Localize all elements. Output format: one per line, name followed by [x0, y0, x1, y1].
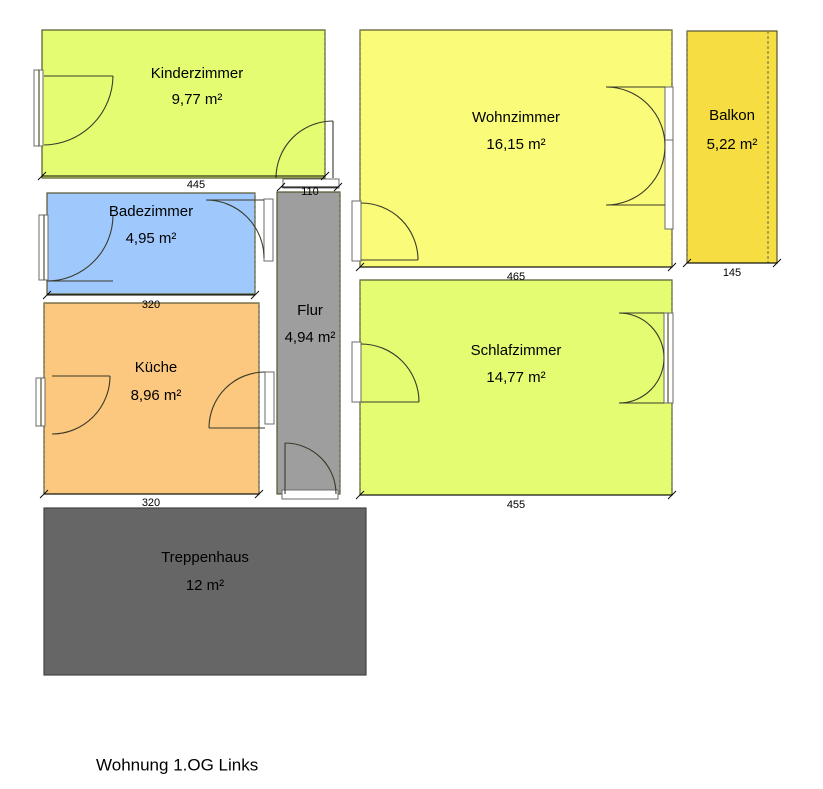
- door-arc-schlafzimmer-lower: [618, 357, 665, 404]
- dimension-balkon-width-label: 145: [723, 267, 741, 279]
- room-schlafzimmer-area: 14,77 m²: [486, 369, 545, 386]
- doorframe-schlafzimmer-flur: [351, 341, 362, 403]
- room-wohnzimmer-area: 16,15 m²: [486, 136, 545, 153]
- room-kueche[interactable]: Küche 8,96 m²: [35, 302, 275, 495]
- dimension-kinderzimmer-width: 445: [37, 171, 330, 191]
- room-badezimmer-label: Badezimmer: [109, 203, 193, 220]
- door-arc-kueche-left: [51, 375, 111, 435]
- door-arc-badezimmer-flur: [205, 199, 265, 259]
- door-arc-schlafzimmer-upper: [618, 312, 665, 359]
- dimension-wohnzimmer-width-label: 465: [507, 271, 525, 283]
- dimension-wohnzimmer-width: 465: [355, 262, 677, 283]
- doorframe-wohnzimmer-balkon-lower: [664, 139, 674, 230]
- room-treppenhaus-fill: [44, 508, 366, 675]
- room-kinderzimmer-fill: [42, 30, 325, 178]
- dimension-flur-width: 110: [276, 182, 343, 198]
- doorframe-wohnzimmer-flur: [351, 200, 362, 262]
- doorframe-kueche-flur: [264, 371, 275, 425]
- door-arc-kinderzimmer-flur: [275, 120, 334, 179]
- room-flur-fill: [277, 192, 340, 494]
- room-kinderzimmer[interactable]: Kinderzimmer 9,77 m²: [33, 29, 334, 179]
- door-arc-kinderzimmer-left: [43, 75, 114, 146]
- room-flur-label: Flur: [297, 302, 323, 319]
- dimension-balkon-width: 145: [682, 258, 782, 279]
- room-kueche-label: Küche: [135, 359, 178, 376]
- room-schlafzimmer[interactable]: Schlafzimmer 14,77 m²: [351, 279, 674, 496]
- room-balkon[interactable]: Balkon 5,22 m²: [686, 30, 778, 264]
- door-arc-badezimmer-left: [46, 214, 114, 282]
- room-schlafzimmer-fill: [360, 280, 672, 495]
- room-treppenhaus[interactable]: Treppenhaus 12 m²: [43, 507, 367, 676]
- doorframe-flur-entry: [281, 489, 339, 500]
- dimension-kinderzimmer-width-label: 445: [187, 179, 205, 191]
- room-schlafzimmer-label: Schlafzimmer: [471, 342, 562, 359]
- door-arc-balkon-upper: [605, 86, 666, 147]
- door-arc-schlafzimmer-flur: [360, 343, 420, 403]
- room-kinderzimmer-area: 9,77 m²: [172, 91, 223, 108]
- room-treppenhaus-area: 12 m²: [186, 577, 224, 594]
- room-wohnzimmer-fill: [360, 30, 672, 267]
- door-arc-wohnzimmer-flur: [360, 202, 419, 261]
- room-flur[interactable]: Flur 4,94 m²: [276, 178, 341, 500]
- room-badezimmer-area: 4,95 m²: [126, 230, 177, 247]
- room-balkon-label: Balkon: [709, 107, 755, 124]
- room-wohnzimmer[interactable]: Wohnzimmer 16,15 m²: [351, 29, 674, 268]
- door-arc-kueche-flur: [208, 371, 266, 429]
- doorframe-badezimmer-flur: [263, 198, 274, 262]
- dimension-kueche-width-label: 320: [142, 497, 160, 509]
- room-badezimmer-fill: [47, 193, 255, 294]
- room-balkon-area: 5,22 m²: [707, 136, 758, 153]
- dimension-badezimmer-width-label: 320: [142, 299, 160, 311]
- door-arc-flur-entry: [284, 442, 337, 495]
- dimension-schlafzimmer-width-label: 455: [507, 499, 525, 511]
- room-kueche-area: 8,96 m²: [131, 387, 182, 404]
- room-kueche-fill: [44, 303, 259, 494]
- dimension-kueche-width: 320: [39, 489, 264, 509]
- dimension-schlafzimmer-width: 455: [355, 490, 677, 511]
- room-wohnzimmer-label: Wohnzimmer: [472, 109, 560, 126]
- dimension-flur-width-label: 110: [301, 186, 319, 198]
- room-kinderzimmer-label: Kinderzimmer: [151, 65, 244, 82]
- plan-caption: Wohnung 1.OG Links: [96, 755, 258, 774]
- room-treppenhaus-label: Treppenhaus: [161, 549, 249, 566]
- room-balkon-fill: [687, 31, 777, 263]
- room-treppenhaus-outline: [43, 507, 367, 676]
- door-arc-balkon-lower: [605, 145, 666, 206]
- room-badezimmer[interactable]: Badezimmer 4,95 m²: [38, 192, 274, 295]
- room-flur-area: 4,94 m²: [285, 329, 336, 346]
- doorframe-flur-kinderzimmer: [282, 178, 340, 189]
- dimension-badezimmer-width: 320: [42, 290, 260, 311]
